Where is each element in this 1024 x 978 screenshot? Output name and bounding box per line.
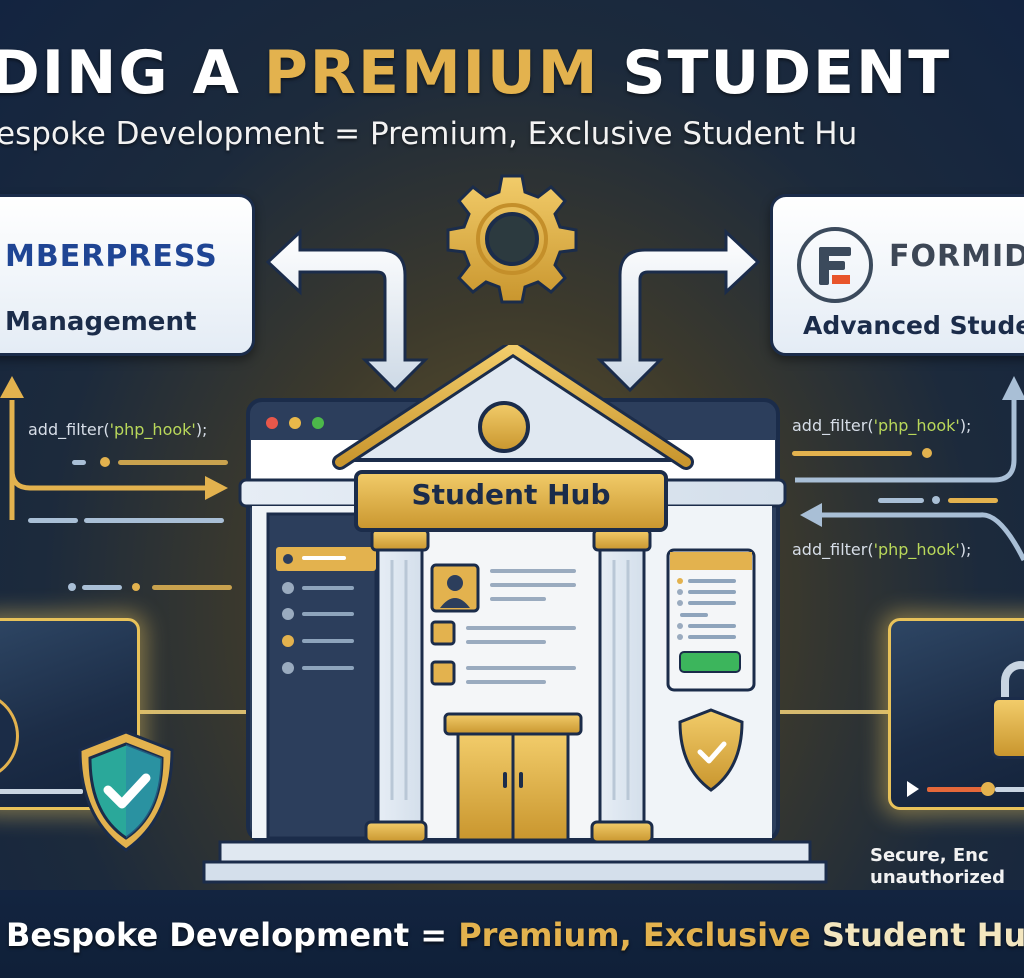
code-line <box>878 498 924 503</box>
formidable-logo-icon <box>797 227 873 303</box>
code-dot <box>922 448 932 458</box>
right-flow-arrows <box>795 400 1024 562</box>
arrow-up-right-icon <box>1002 376 1024 400</box>
footer-part3: Student Hub <box>821 916 1024 954</box>
footer-part1: Bespoke Development = <box>6 916 459 954</box>
code-line <box>28 518 78 523</box>
footer-banner: Bespoke Development = Premium, Exclusive… <box>0 890 1024 978</box>
code-line <box>72 460 86 465</box>
left-double-arrow <box>265 228 429 393</box>
formidable-subtitle: Advanced Stude <box>803 311 1024 340</box>
code-dot <box>132 583 140 591</box>
student-hub-label: Student Hub <box>411 478 611 511</box>
code-line <box>792 451 912 456</box>
footer-part2: Premium, Exclusive <box>458 916 811 954</box>
arrow-up-left-icon <box>0 376 24 398</box>
arrow-left-right-icon <box>800 503 822 527</box>
dashboard-action-button <box>679 651 741 673</box>
code-snippet-right-bottom: add_filter('php_hook'); <box>792 540 972 559</box>
page-title: DING A PREMIUM STUDENT <box>0 38 1024 108</box>
shield-check-icon-teal <box>78 730 174 852</box>
page-subtitle: espoke Development = Premium, Exclusive … <box>0 116 858 152</box>
code-line <box>948 498 998 503</box>
code-dot <box>932 496 940 504</box>
code-line <box>118 460 228 465</box>
left-gold-flow-arrows <box>9 400 210 520</box>
memberpress-subtitle: Management <box>5 307 197 337</box>
footer-tagline: Bespoke Development = Premium, Exclusive… <box>6 916 1024 954</box>
title-highlight: PREMIUM <box>263 38 600 108</box>
code-line <box>82 585 122 590</box>
video-progress-bar[interactable] <box>927 787 987 792</box>
video-progress-bar[interactable] <box>0 789 83 794</box>
shield-check-icon-gold <box>678 708 744 792</box>
video-scrubber[interactable] <box>981 782 995 796</box>
code-snippet-right-top: add_filter('php_hook'); <box>792 416 972 435</box>
arrow-right-left-icon <box>205 476 228 500</box>
title-suffix: STUDENT <box>599 38 952 108</box>
lock-shackle <box>1001 661 1024 701</box>
code-snippet-left: add_filter('php_hook'); <box>28 420 208 439</box>
student-hub-building <box>202 345 828 884</box>
memberpress-card: MBERPRESS Management <box>0 194 255 356</box>
play-icon[interactable] <box>907 781 919 797</box>
code-dot <box>100 457 110 467</box>
caption-line1: Secure, Enc <box>870 845 989 866</box>
video-screen-right <box>888 618 1024 810</box>
code-line <box>84 518 224 523</box>
title-prefix: DING A <box>0 38 264 108</box>
security-caption: Secure, Enc unauthorized <box>870 845 1005 889</box>
code-line <box>152 585 232 590</box>
play-button-icon[interactable] <box>0 691 19 781</box>
formidable-card: FORMID Advanced Stude <box>770 194 1024 356</box>
right-double-arrow <box>596 228 761 393</box>
lock-icon <box>991 697 1024 759</box>
formidable-title: FORMID <box>889 239 1024 274</box>
gear-icon <box>446 174 578 304</box>
memberpress-title: MBERPRESS <box>5 239 218 274</box>
code-dot <box>68 583 76 591</box>
caption-line2: unauthorized <box>870 867 1005 888</box>
